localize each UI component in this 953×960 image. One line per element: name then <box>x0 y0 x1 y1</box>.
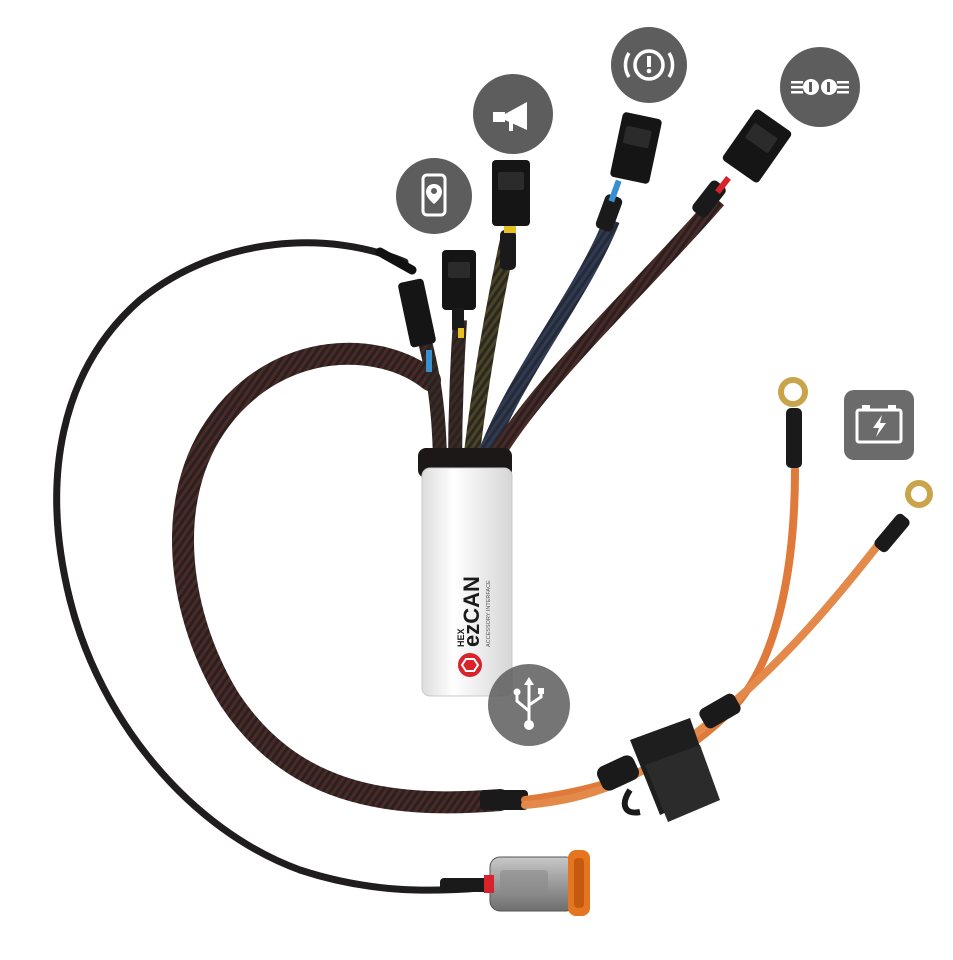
brake-warning-icon <box>611 27 687 103</box>
brand-name: ezCAN <box>459 576 484 647</box>
brake-connector <box>608 112 662 203</box>
horn-connector <box>492 160 530 226</box>
ezcan-module: HEX ezCAN ACCESSORY INTERFACE <box>418 448 513 697</box>
lights-connector <box>715 109 792 194</box>
inline-fuse-holder <box>597 693 741 822</box>
orange-wire-2 <box>521 526 894 809</box>
battery-power-icon <box>844 390 914 460</box>
ring-terminal-1 <box>778 377 808 468</box>
brand-tagline: ACCESSORY INTERFACE <box>486 580 492 647</box>
heat-shrink <box>500 230 516 270</box>
short-branch-connector <box>442 250 476 338</box>
branch-brake <box>472 217 620 473</box>
branch-short <box>448 319 467 471</box>
deutsch-connector <box>440 850 590 916</box>
horn-icon <box>473 74 553 154</box>
hex-logo-icon <box>458 653 482 677</box>
ring-terminal-2 <box>874 480 933 553</box>
gps-connector <box>398 278 436 372</box>
branch-lights <box>480 194 725 474</box>
gps-locator-icon <box>396 158 472 234</box>
lights-icon <box>780 47 860 127</box>
long-black-cable <box>53 239 484 894</box>
usb-icon <box>488 664 570 746</box>
braided-loop-cable <box>172 342 511 814</box>
brand-small: HEX <box>456 628 466 647</box>
cable-sleeve <box>375 247 417 275</box>
heat-shrink <box>480 790 528 810</box>
